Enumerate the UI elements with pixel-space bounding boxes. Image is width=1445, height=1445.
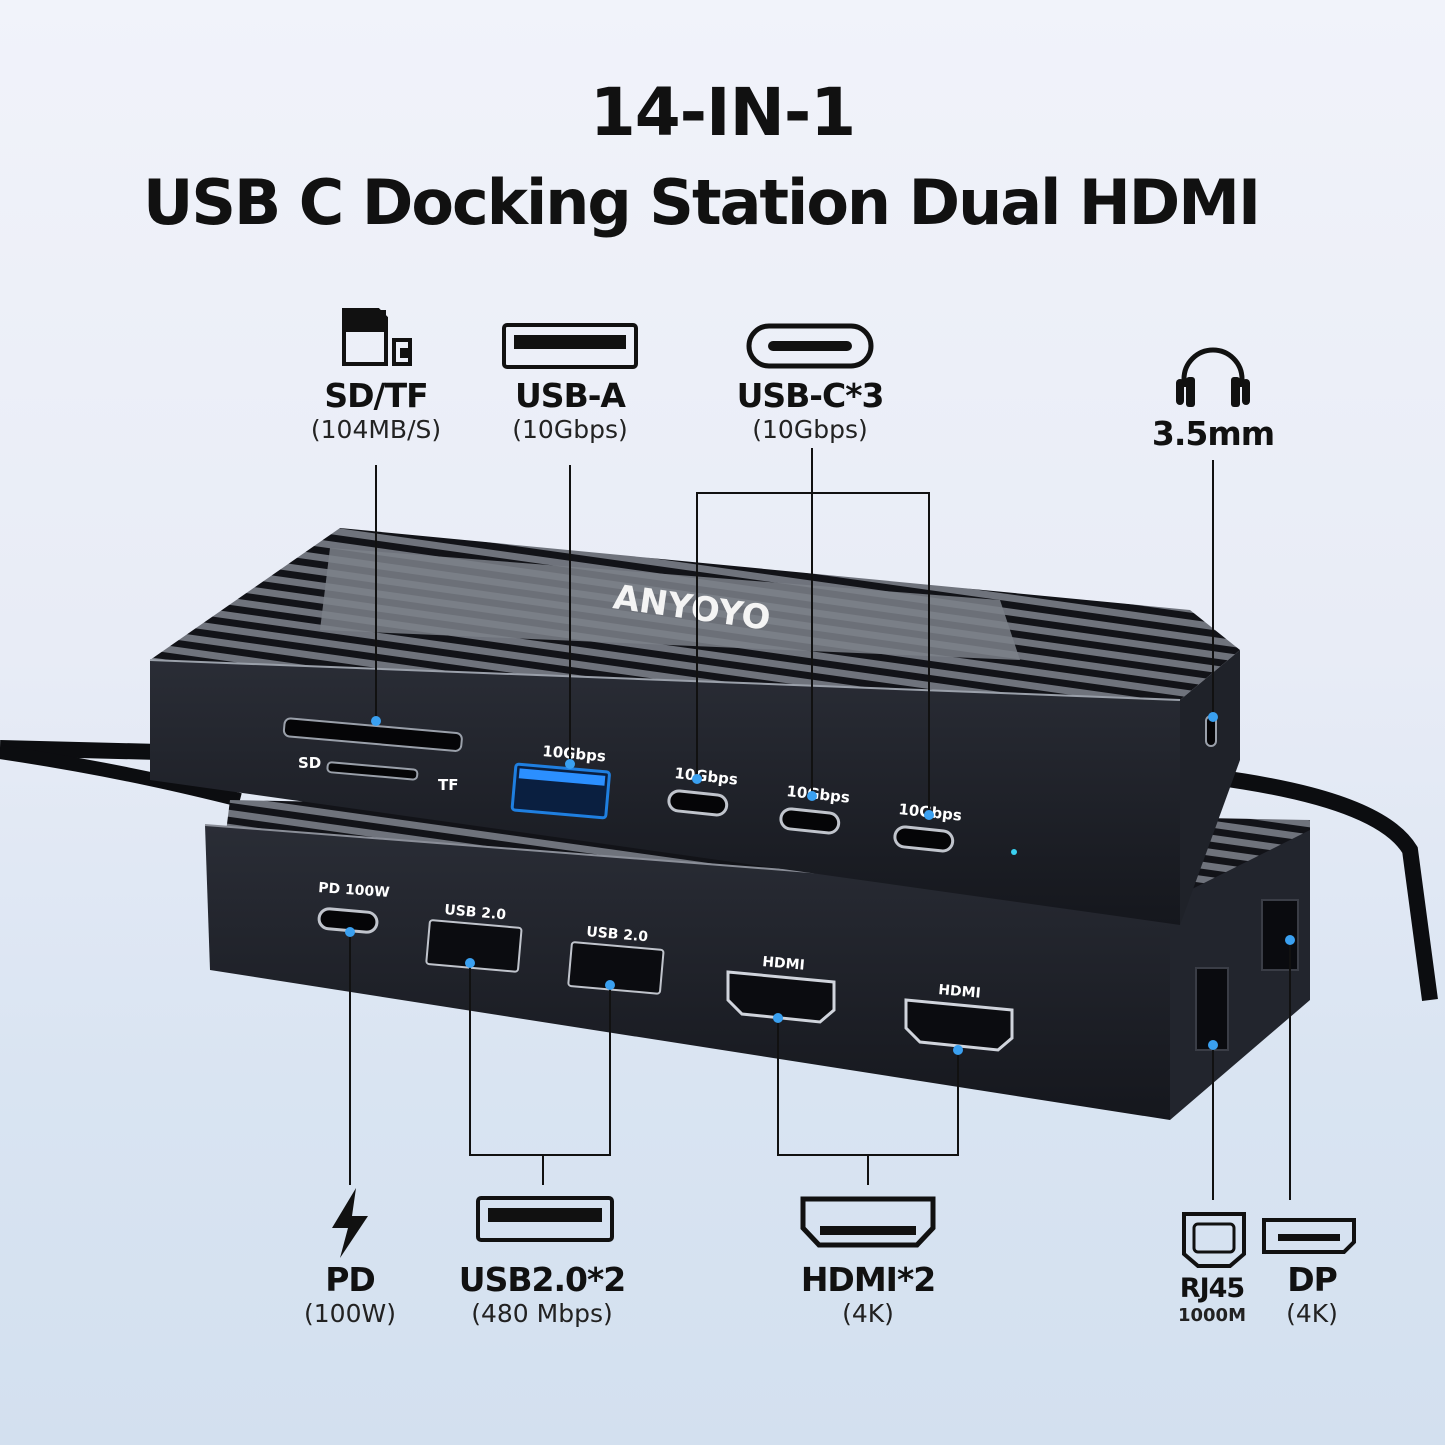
rj45-port <box>1195 967 1229 1051</box>
headline-14-in-1: 14-IN-1 <box>589 74 856 151</box>
hdmi-icon <box>800 1196 936 1248</box>
callout-dp: DP (4K) <box>1262 1260 1362 1329</box>
status-led <box>1011 849 1017 855</box>
lower-ports: PD 100W USB 2.0 USB 2.0 HDMI HDMI <box>317 880 1299 1052</box>
usb-c-port-1 <box>667 789 729 817</box>
pd-label: PD <box>325 1260 376 1299</box>
hdmi-spec: (4K) <box>842 1299 894 1329</box>
tf-port-label: TF <box>438 776 458 794</box>
usb-c-label: USB-C*3 <box>736 376 885 415</box>
usb-a-icon <box>476 1196 614 1242</box>
hdmi-label: HDMI*2 <box>800 1260 936 1299</box>
upper-ports: SD TF 10Gbps 10Gbps 10Gbps 10Gbps <box>282 715 1217 855</box>
sd-tf-label: SD/TF <box>324 376 428 415</box>
usb-a-spec: (10Gbps) <box>512 415 628 445</box>
usb-c-cable <box>0 740 161 760</box>
usb2-port-label-1: USB 2.0 <box>444 902 507 923</box>
usb2-port-label-2: USB 2.0 <box>586 924 649 945</box>
displayport-port <box>1261 899 1299 971</box>
ethernet-icon <box>1182 1212 1246 1268</box>
usb2-port-2 <box>567 941 665 995</box>
hdmi-port-label-1: HDMI <box>762 954 806 974</box>
headline-product-name: USB C Docking Station Dual HDMI <box>142 166 1261 239</box>
callout-pd: PD (100W) <box>270 1260 430 1329</box>
lightning-icon <box>332 1188 368 1258</box>
pd-port-label: PD 100W <box>318 880 390 901</box>
callout-audio: 3.5mm <box>1133 414 1293 453</box>
usb2-spec: (480 Mbps) <box>471 1299 613 1329</box>
callout-usb-a: USB-A (10Gbps) <box>490 376 650 445</box>
usb-a-icon <box>502 323 638 369</box>
dp-label: DP <box>1287 1260 1338 1299</box>
sd-tf-spec: (104MB/S) <box>310 415 442 445</box>
usb-c-icon <box>746 323 874 369</box>
callout-hdmi: HDMI*2 (4K) <box>778 1260 958 1329</box>
usb-c-spec: (10Gbps) <box>752 415 868 445</box>
callout-dots <box>345 712 1295 1055</box>
usb2-label: USB2.0*2 <box>458 1260 626 1299</box>
displayport-icon <box>1262 1218 1356 1254</box>
callout-rj45: RJ45 1000M <box>1164 1274 1260 1325</box>
rj45-label: RJ45 <box>1179 1273 1245 1304</box>
hdmi-port-1 <box>726 970 836 1024</box>
usb-c-port-3 <box>893 825 955 853</box>
callout-usb-c: USB-C*3 (10Gbps) <box>720 376 900 445</box>
callout-sd-tf: SD/TF (104MB/S) <box>296 376 456 445</box>
usb-c-port-2 <box>779 807 841 835</box>
dp-spec: (4K) <box>1286 1299 1338 1329</box>
usb-a-speed-label: 10Gbps <box>542 742 607 765</box>
pd-spec: (100W) <box>304 1299 396 1329</box>
callout-usb2: USB2.0*2 (480 Mbps) <box>442 1260 642 1329</box>
usb2-port-1 <box>425 919 523 973</box>
callout-leader-lines <box>349 448 1291 1200</box>
upper-hub: ANYOYO <box>149 528 1240 925</box>
rj45-spec: 1000M <box>1177 1304 1246 1326</box>
tf-slot <box>326 761 419 781</box>
audio-label: 3.5mm <box>1151 414 1275 453</box>
sd-port-label: SD <box>298 754 321 772</box>
usb-a-label: USB-A <box>515 376 626 415</box>
sd-card-icon <box>342 308 412 366</box>
headphones-icon <box>1176 347 1250 407</box>
hdmi-port-2 <box>904 998 1014 1052</box>
hdmi-port-label-2: HDMI <box>938 982 982 1002</box>
sd-slot <box>282 717 463 752</box>
